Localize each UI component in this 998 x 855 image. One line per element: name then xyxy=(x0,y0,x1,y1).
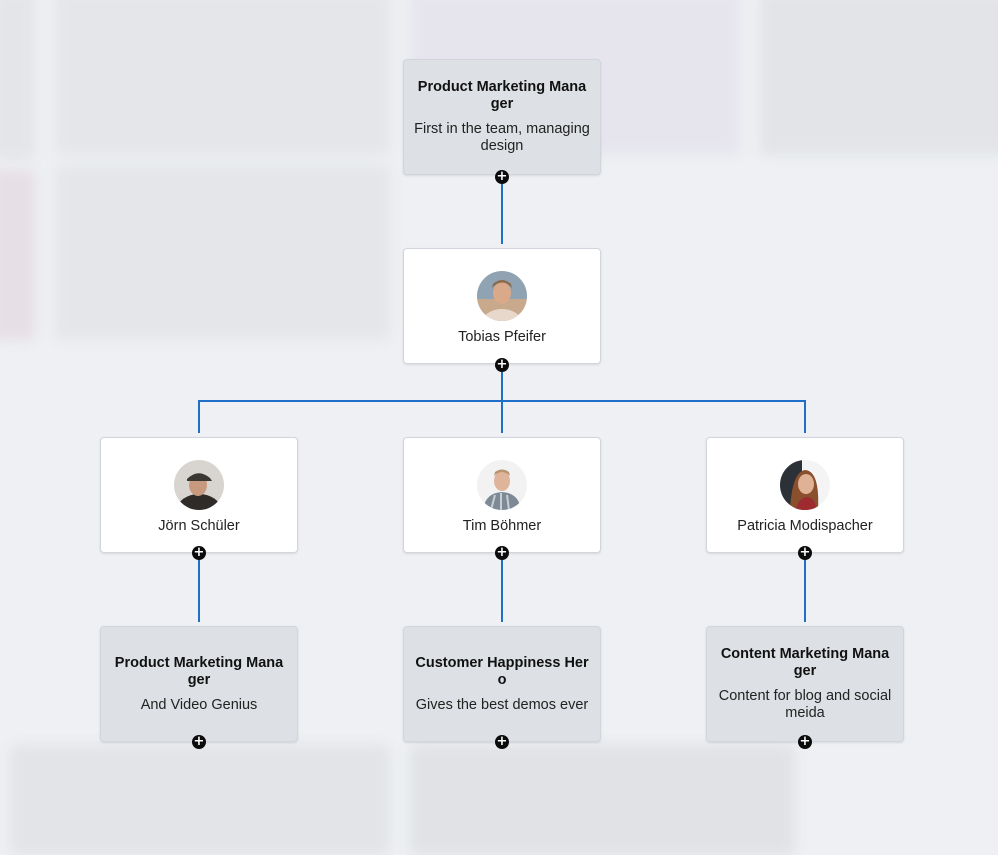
report-card-1[interactable]: Jörn Schüler xyxy=(100,437,298,553)
role-title: Customer Happiness Hero xyxy=(415,654,589,688)
person-avatar-icon xyxy=(477,460,527,510)
person-name: Tobias Pfeifer xyxy=(458,329,546,345)
report-card-2[interactable]: Tim Böhmer xyxy=(403,437,601,553)
background-panel xyxy=(410,745,795,855)
person-name: Patricia Modispacher xyxy=(737,518,873,534)
expand-icon[interactable]: + xyxy=(192,545,206,560)
report-role-card-2[interactable]: Customer Happiness Hero Gives the best d… xyxy=(403,626,601,742)
person-name: Tim Böhmer xyxy=(462,518,542,534)
manager-card[interactable]: Tobias Pfeifer xyxy=(403,248,601,364)
root-role-card[interactable]: Product Marketing Manager First in the t… xyxy=(403,59,601,175)
role-description: First in the team, managing design xyxy=(414,121,590,154)
expand-icon[interactable]: + xyxy=(495,169,509,184)
background-panel xyxy=(0,0,35,160)
background-panel xyxy=(10,745,390,855)
person-avatar-icon xyxy=(780,460,830,510)
role-title: Content Marketing Manager xyxy=(720,646,890,679)
person-avatar-icon xyxy=(174,460,224,510)
report-role-card-3[interactable]: Content Marketing Manager Content for bl… xyxy=(706,626,904,742)
background-panel xyxy=(0,170,35,340)
expand-icon[interactable]: + xyxy=(495,545,509,560)
expand-icon[interactable]: + xyxy=(192,734,206,749)
role-description: And Video Genius xyxy=(140,696,258,713)
role-description: Content for blog and social meida xyxy=(718,688,892,721)
report-role-card-1[interactable]: Product Marketing Manager And Video Geni… xyxy=(100,626,298,742)
report-card-3[interactable]: Patricia Modispacher xyxy=(706,437,904,553)
expand-icon[interactable]: + xyxy=(798,734,812,749)
person-name: Jörn Schüler xyxy=(158,518,240,534)
role-description: Gives the best demos ever xyxy=(415,696,589,713)
background-panel xyxy=(55,0,390,155)
role-title: Product Marketing Manager xyxy=(114,654,284,688)
person-avatar-icon xyxy=(477,271,527,321)
background-panel xyxy=(760,0,998,155)
expand-icon[interactable]: + xyxy=(495,357,509,372)
expand-icon[interactable]: + xyxy=(798,545,812,560)
background-panel xyxy=(55,165,390,340)
expand-icon[interactable]: + xyxy=(495,734,509,749)
role-title: Product Marketing Manager xyxy=(417,79,587,112)
